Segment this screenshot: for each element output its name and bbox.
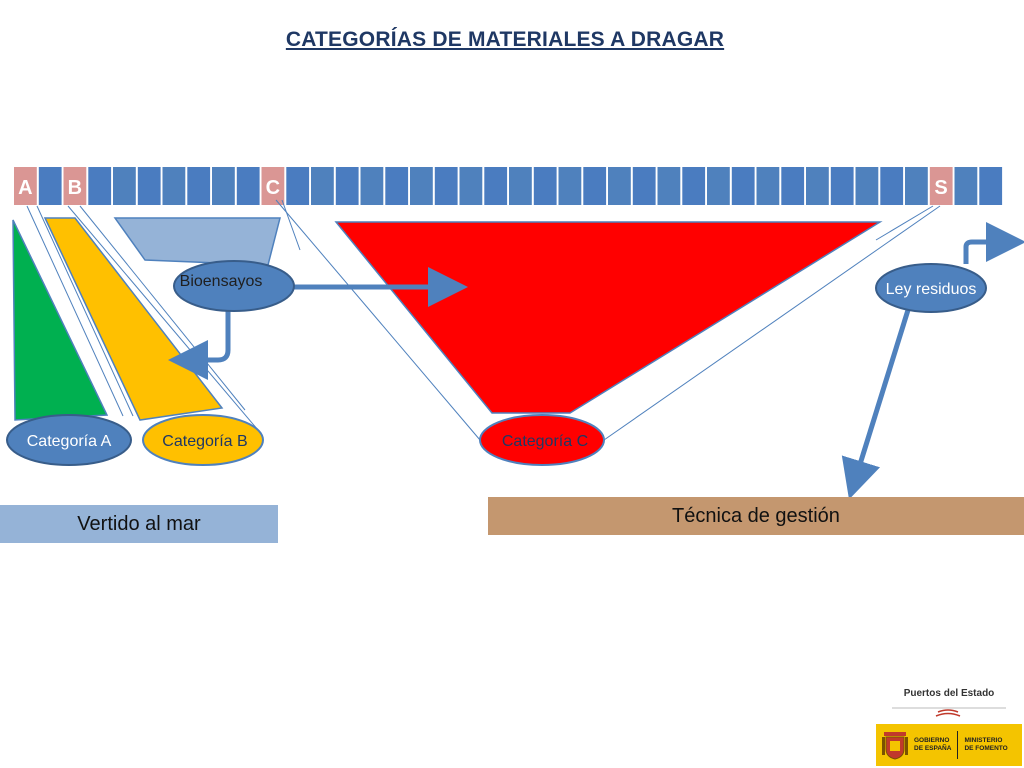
category-c-shape (334, 221, 883, 414)
bar-cell (756, 167, 780, 205)
bar-cell (459, 167, 483, 205)
bar-label-b: B (68, 177, 82, 199)
puertos-waves-icon (935, 709, 961, 717)
bar-cell (781, 167, 805, 205)
gobierno-line2: DE ESPAÑA (914, 745, 952, 752)
bar-cell (533, 167, 557, 205)
tecnica-de-gestion-label: Técnica de gestión (672, 504, 840, 527)
vertido-al-mar-label: Vertido al mar (77, 512, 201, 535)
bioensayos-label: Bioensayos (180, 273, 263, 290)
bar-cell (311, 167, 334, 205)
connector-line (275, 199, 481, 441)
connector-line (36, 205, 134, 417)
connector-line (79, 205, 246, 411)
bioensayos-bubble (173, 260, 295, 312)
connector-lines (26, 199, 941, 441)
bar-cell (187, 167, 211, 205)
tecnica-de-gestion-box: Técnica de gestión (488, 497, 1024, 535)
vertido-al-mar-box: Vertido al mar (0, 505, 278, 543)
bioensayos-down-arrow (168, 310, 231, 380)
bar-cell (657, 167, 681, 205)
puertos-del-estado-logo: Puertos del Estado (880, 688, 1018, 720)
bar-cell (162, 167, 186, 205)
bar-cell-a (14, 167, 37, 205)
bar-cell (632, 167, 656, 205)
bar-cell (855, 167, 879, 205)
bar-cell (806, 167, 829, 205)
connector-line (26, 205, 124, 417)
bar-label-s: S (934, 177, 947, 199)
connector-line (281, 199, 301, 251)
bar-cell-c (261, 167, 285, 205)
bar-label-c: C (266, 177, 280, 199)
categoria-b-bubble (142, 414, 264, 466)
ley-residuos-down-arrow (841, 309, 911, 500)
logo-divider (957, 731, 959, 759)
puertos-del-estado-name: Puertos del Estado (903, 688, 995, 699)
ministerio-line1: MINISTERIO (964, 737, 1003, 744)
categoria-a-label: Categoría A (27, 433, 112, 450)
bar-cell (137, 167, 161, 205)
bar-cell (707, 167, 730, 205)
bar-cell (360, 167, 384, 205)
page-title: CATEGORÍAS DE MATERIALES A DRAGAR (285, 28, 725, 51)
ministerio-line2: DE FOMENTO (964, 745, 1008, 752)
bar-cell (682, 167, 706, 205)
bar-cell-s (929, 167, 953, 205)
bar-cell (954, 167, 978, 205)
bar-cell (880, 167, 904, 205)
connector-line (875, 205, 934, 241)
bar-cell (236, 167, 260, 205)
gobierno-text: GOBIERNO DE ESPAÑA (914, 737, 951, 753)
connector-line (603, 205, 941, 441)
bar-cell (608, 167, 631, 205)
bar-cell (558, 167, 582, 205)
bar-cell (410, 167, 433, 205)
bar-cell-b (63, 167, 87, 205)
bar-cell (830, 167, 854, 205)
categoria-c-label: Categoría C (502, 433, 588, 450)
ministerio-text: MINISTERIO DE FOMENTO (964, 737, 1007, 753)
ley-residuos-label: Ley residuos (886, 281, 977, 298)
categoria-a-bubble (6, 414, 132, 466)
categoria-c-bubble (479, 414, 605, 466)
bar-cell (38, 167, 62, 205)
bar-cell (484, 167, 508, 205)
connector-line (67, 205, 259, 431)
bar-cell (979, 167, 1003, 205)
gobierno-logo: GOBIERNO DE ESPAÑA MINISTERIO DE FOMENTO (876, 724, 1022, 766)
ley-residuos-out-arrow (963, 222, 1024, 264)
categoria-b-label: Categoría B (162, 433, 247, 450)
bar-cell (212, 167, 235, 205)
ley-residuos-bubble (875, 263, 987, 313)
bar-cell (509, 167, 532, 205)
bar-cell (731, 167, 755, 205)
bar-label-a: A (18, 177, 32, 199)
bar-cell (385, 167, 409, 205)
bar-cell (113, 167, 136, 205)
bar-cell (905, 167, 928, 205)
bar-cell (286, 167, 310, 205)
bar-cell (88, 167, 112, 205)
gobierno-line1: GOBIERNO (914, 737, 950, 744)
bar-cell (335, 167, 359, 205)
bar-cell (583, 167, 607, 205)
bioensayos-shape (113, 217, 281, 266)
bar-cell (434, 167, 458, 205)
coat-of-arms-icon (882, 732, 908, 760)
